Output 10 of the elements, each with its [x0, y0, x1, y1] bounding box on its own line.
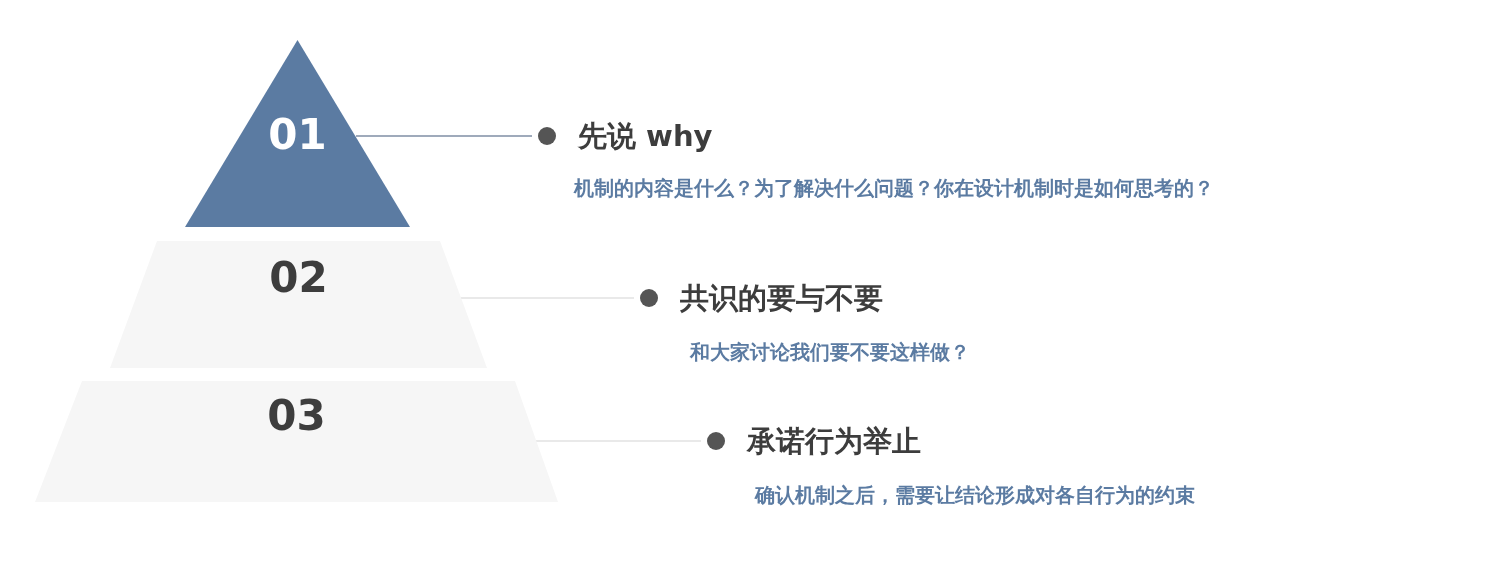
item-description: 和大家讨论我们要不要这样做？	[690, 339, 970, 366]
item-description: 机制的内容是什么？为了解决什么问题？你在设计机制时是如何思考的？	[574, 175, 1214, 202]
tier-number: 02	[269, 253, 328, 303]
item-description: 确认机制之后，需要让结论形成对各自行为的约束	[755, 482, 1195, 509]
item-heading: 先说 why	[578, 118, 713, 154]
item-heading: 承诺行为举止	[747, 423, 921, 459]
item-heading: 共识的要与不要	[680, 280, 883, 316]
tier-number: 03	[267, 391, 326, 441]
tier-number: 01	[268, 110, 327, 160]
leader-line	[355, 135, 533, 137]
